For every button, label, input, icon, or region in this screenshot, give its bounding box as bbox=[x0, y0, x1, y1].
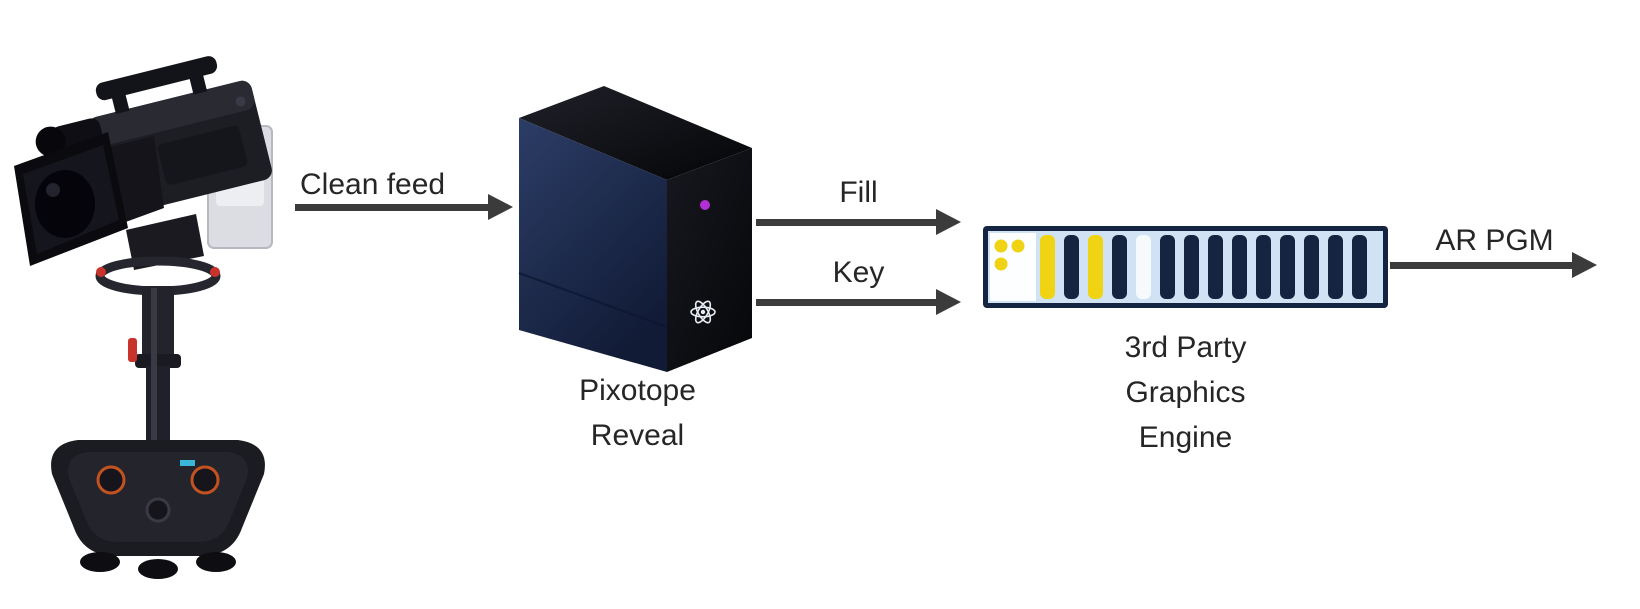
clean-feed-arrow bbox=[295, 194, 513, 220]
key-label: Key bbox=[832, 256, 885, 289]
ar-pgm-arrow bbox=[1390, 252, 1597, 278]
fill-arrow bbox=[756, 209, 961, 235]
fill-label: Fill bbox=[839, 176, 878, 209]
pixotope-reveal-server-icon bbox=[518, 86, 752, 372]
ar-pgm-label: AR PGM bbox=[1435, 224, 1554, 257]
graphics-engine-rack-icon bbox=[983, 226, 1388, 308]
clean-feed-label: Clean feed bbox=[300, 168, 446, 201]
camera-on-pedestal-icon bbox=[14, 56, 273, 579]
pixotope-reveal-label: Pixotope Reveal bbox=[579, 374, 696, 452]
graphics-engine-label: 3rd Party Graphics Engine bbox=[1124, 331, 1247, 454]
key-arrow bbox=[756, 289, 961, 315]
